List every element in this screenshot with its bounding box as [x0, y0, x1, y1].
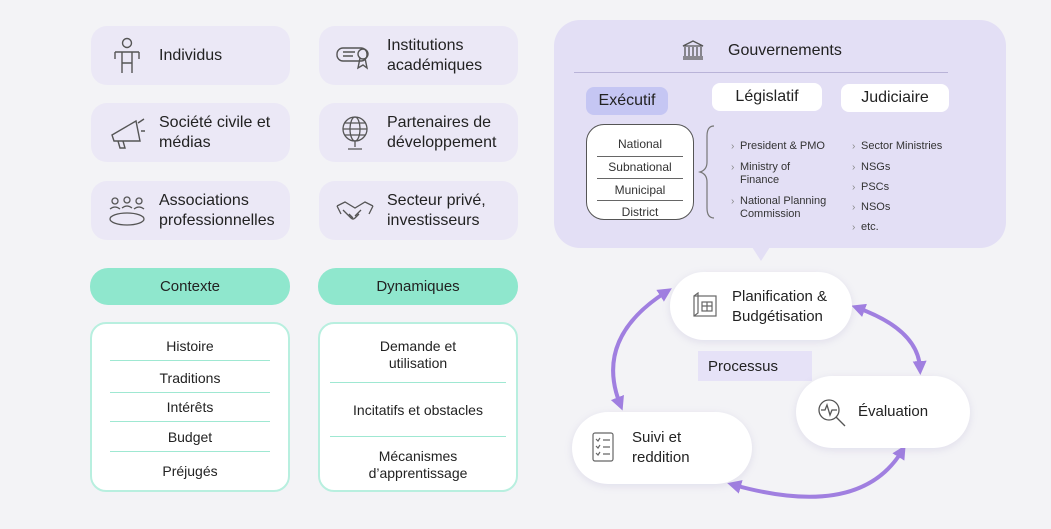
context-list: Histoire Traditions Intérêts Budget Préj… [90, 322, 290, 492]
context-item: Traditions [159, 370, 221, 386]
context-item: Budget [167, 429, 213, 445]
context-item: Histoire [166, 338, 214, 354]
context-item: Intérêts [166, 399, 214, 415]
actor-label: Associations professionnelles [159, 191, 275, 229]
divider [110, 360, 270, 361]
institution-item: ›etc. [852, 221, 879, 233]
chevron-right-icon: › [731, 196, 735, 207]
node-label: Suivi et reddition [632, 429, 690, 466]
actor-label: Institutions académiques [387, 36, 483, 74]
tab-legislatif: Législatif [712, 83, 822, 111]
arrow-evaluation-to-followup [727, 445, 906, 499]
globe-icon [335, 113, 375, 153]
dynamics-item: Demande et utilisation [379, 338, 457, 371]
magnifier-pulse-icon [816, 398, 848, 433]
government-panel: Gouvernements Exécutif Législatif Judici… [554, 20, 1006, 248]
institution-item: ›Ministry of Finance [731, 161, 791, 186]
tab-executif: Exécutif [586, 87, 668, 115]
divider [110, 421, 270, 422]
node-label: Évaluation [858, 403, 929, 420]
chevron-right-icon: › [852, 162, 856, 173]
level-item: District [621, 205, 659, 219]
divider [330, 382, 506, 383]
institution-item: ›President & PMO [731, 140, 825, 152]
chevron-right-icon: › [852, 202, 856, 213]
level-item: Municipal [614, 183, 666, 197]
group-icon [107, 191, 147, 231]
institution-item: ›NSGs [852, 161, 891, 173]
divider [110, 392, 270, 393]
dynamics-title: Dynamiques [318, 268, 518, 305]
chevron-right-icon: › [852, 182, 856, 193]
dynamics-list: Demande et utilisation Incitatifs et obs… [318, 322, 518, 492]
levels-box: National Subnational Municipal District [586, 124, 694, 220]
actor-partenaires: Partenaires de développement [319, 103, 518, 162]
level-item: Subnational [608, 160, 672, 174]
actor-societe-civile: Société civile et médias [91, 103, 290, 162]
actor-label: Société civile et médias [159, 113, 271, 151]
panel-pointer [752, 247, 770, 261]
megaphone-icon [107, 113, 147, 153]
divider [597, 200, 683, 201]
actor-label: Individus [159, 46, 223, 64]
node-evaluation: Évaluation [796, 376, 970, 448]
institution-item: ›Sector Ministries [852, 140, 943, 152]
blueprint-icon [692, 291, 718, 323]
divider [597, 178, 683, 179]
chevron-right-icon: › [852, 141, 856, 152]
dynamics-item: Incitatifs et obstacles [353, 402, 483, 418]
node-suivi: Suivi et reddition [572, 412, 752, 484]
actor-secteur-prive: Secteur privé, investisseurs [319, 181, 518, 240]
actor-individus: Individus [91, 26, 290, 85]
arrow-planning-to-evaluation [851, 303, 927, 375]
level-item: National [617, 137, 663, 151]
tab-judiciaire: Judiciaire [841, 84, 949, 112]
chevron-right-icon: › [731, 141, 735, 152]
divider [574, 72, 948, 73]
government-title: Gouvernements [728, 42, 842, 59]
actor-label: Partenaires de développement [387, 113, 497, 151]
context-item: Préjugés [162, 463, 218, 479]
brace-icon [697, 124, 716, 225]
diploma-icon [335, 36, 375, 76]
institution-item: ›National Planning Commission [731, 195, 827, 220]
chevron-right-icon: › [731, 162, 735, 173]
building-icon [682, 40, 704, 65]
checklist-icon [592, 432, 614, 467]
handshake-icon [335, 191, 375, 231]
divider [330, 436, 506, 437]
arrow-planning-to-followup [610, 288, 672, 411]
node-label: Planification & Budgétisation [732, 288, 828, 325]
divider [110, 451, 270, 452]
context-title: Contexte [90, 268, 290, 305]
person-icon [107, 36, 147, 76]
chevron-right-icon: › [852, 222, 856, 233]
process-label: Processus [698, 351, 812, 381]
dynamics-item: Mécanismes d’apprentissage [368, 448, 468, 481]
institution-item: ›PSCs [852, 181, 890, 193]
actor-label: Secteur privé, investisseurs [387, 191, 486, 229]
node-planification: Planification & Budgétisation [670, 272, 852, 340]
institution-item: ›NSOs [852, 201, 891, 213]
actor-institutions: Institutions académiques [319, 26, 518, 85]
divider [597, 156, 683, 157]
actor-associations: Associations professionnelles [91, 181, 290, 240]
